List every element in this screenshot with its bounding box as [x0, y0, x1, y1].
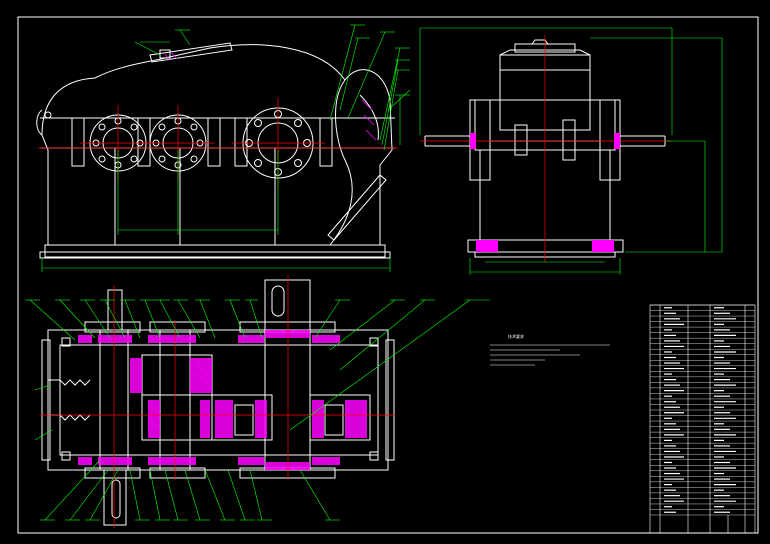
drawing-border-outer [17, 16, 759, 534]
side-view-hatch [470, 133, 620, 252]
notes-heading: 技术要求 [508, 333, 524, 339]
top-view-callouts [25, 299, 490, 521]
parts-table-marks [664, 307, 736, 513]
side-view-centerlines [420, 35, 672, 262]
top-view-centerlines [40, 275, 395, 528]
front-view-dimensions [41, 24, 411, 272]
side-view-dimensions [419, 27, 723, 275]
top-view-hatch [78, 330, 367, 470]
top-view-gear-hatch [149, 361, 209, 429]
technical-notes: 技术要求 [490, 333, 610, 366]
parts-table-rows [650, 304, 755, 516]
front-view-hatch [164, 52, 377, 141]
